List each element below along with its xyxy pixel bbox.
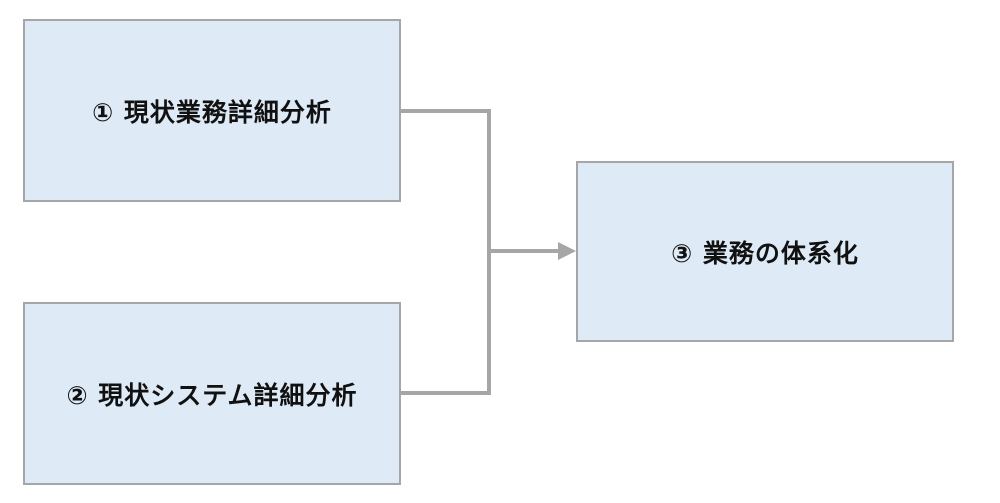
box-current-system-analysis: ② 現状システム詳細分析 bbox=[23, 302, 401, 485]
box-label: ① 現状業務詳細分析 bbox=[92, 97, 332, 127]
arrow-head-icon bbox=[558, 242, 576, 260]
box-label: ② 現状システム詳細分析 bbox=[66, 380, 358, 410]
box-business-systematization: ③ 業務の体系化 bbox=[576, 161, 954, 342]
box-current-business-analysis: ① 現状業務詳細分析 bbox=[23, 19, 401, 202]
connector-from-box1 bbox=[401, 109, 491, 251]
box-label: ③ 業務の体系化 bbox=[671, 238, 859, 268]
connector-from-box2 bbox=[401, 251, 491, 395]
